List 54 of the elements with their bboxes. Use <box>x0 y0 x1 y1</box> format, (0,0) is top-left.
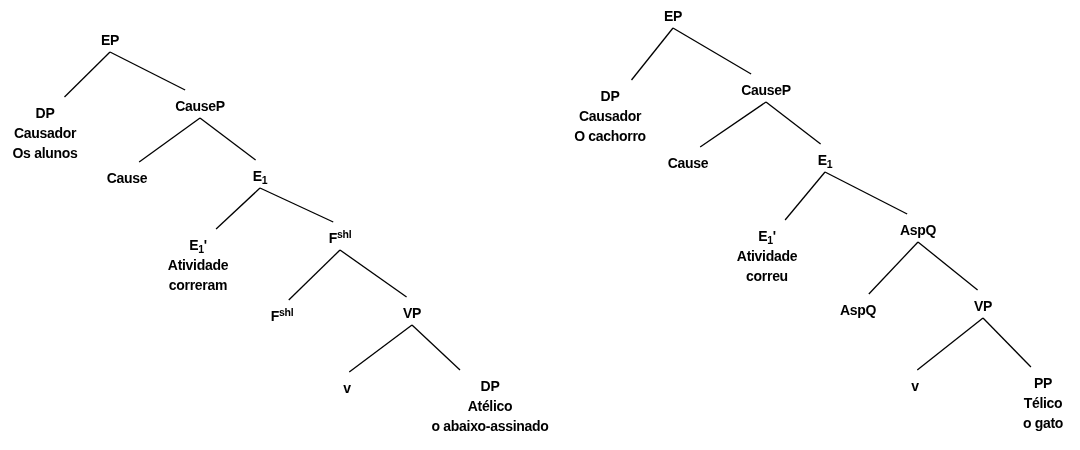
gloss-text: O cachorro <box>574 127 646 146</box>
tree-branch <box>339 249 408 298</box>
tree-branch <box>784 171 826 221</box>
category-label: F$^{shl}$ <box>328 228 352 248</box>
category-label: DP <box>600 87 620 106</box>
gloss-text: correram <box>168 276 228 295</box>
tree-branch <box>699 101 767 148</box>
gloss-text: Télico <box>1023 394 1063 413</box>
category-label: CauseP <box>175 97 225 116</box>
tree-branch <box>765 101 822 145</box>
tree-branch <box>138 117 201 163</box>
tree-branch <box>672 27 752 75</box>
gloss-text: correu <box>746 267 788 286</box>
gloss-text: Atélico <box>467 397 513 416</box>
tree-branch <box>199 117 257 161</box>
tree-branch <box>348 324 413 373</box>
tree-branch <box>109 51 186 91</box>
category-label: E$_{1}$' <box>758 227 776 246</box>
gloss-text: Atividade <box>736 247 798 266</box>
category-label: DP <box>35 104 55 123</box>
tree-branch <box>411 324 461 371</box>
gloss-text: Causador <box>13 124 77 143</box>
tree-branch <box>824 171 908 215</box>
tree-branch <box>288 249 341 301</box>
tree-branch <box>868 241 919 295</box>
category-label: PP <box>1033 374 1053 393</box>
tree-branch <box>917 241 979 291</box>
gloss-text: Causador <box>578 107 642 126</box>
category-label: AspQ <box>839 301 877 320</box>
category-label: v <box>343 379 351 398</box>
category-label: CauseP <box>741 81 791 100</box>
category-label: VP <box>402 304 422 323</box>
tree-branch <box>259 187 334 223</box>
tree-branch <box>982 317 1032 368</box>
category-label: F$^{shl}$ <box>270 306 294 326</box>
category-label: DP <box>480 377 500 396</box>
category-label: E$_{1}$ <box>252 167 268 186</box>
category-label: EP <box>663 7 683 26</box>
gloss-text: Os alunos <box>12 144 78 163</box>
category-label: Cause <box>106 169 148 188</box>
gloss-text: o gato <box>1022 414 1064 433</box>
tree-branch <box>916 317 984 371</box>
category-label: v <box>911 377 919 396</box>
category-label: AspQ <box>899 221 937 240</box>
category-label: E$_{1}$' <box>189 236 207 255</box>
tree-branch <box>215 187 261 230</box>
gloss-text: o abaixo-assinado <box>431 417 549 436</box>
gloss-text: Atividade <box>167 256 229 275</box>
category-label: VP <box>973 297 993 316</box>
tree-branch <box>630 27 674 81</box>
category-label: EP <box>100 31 120 50</box>
category-label: E$_{1}$ <box>817 151 833 170</box>
category-label: Cause <box>667 154 709 173</box>
tree-branch <box>63 51 111 98</box>
